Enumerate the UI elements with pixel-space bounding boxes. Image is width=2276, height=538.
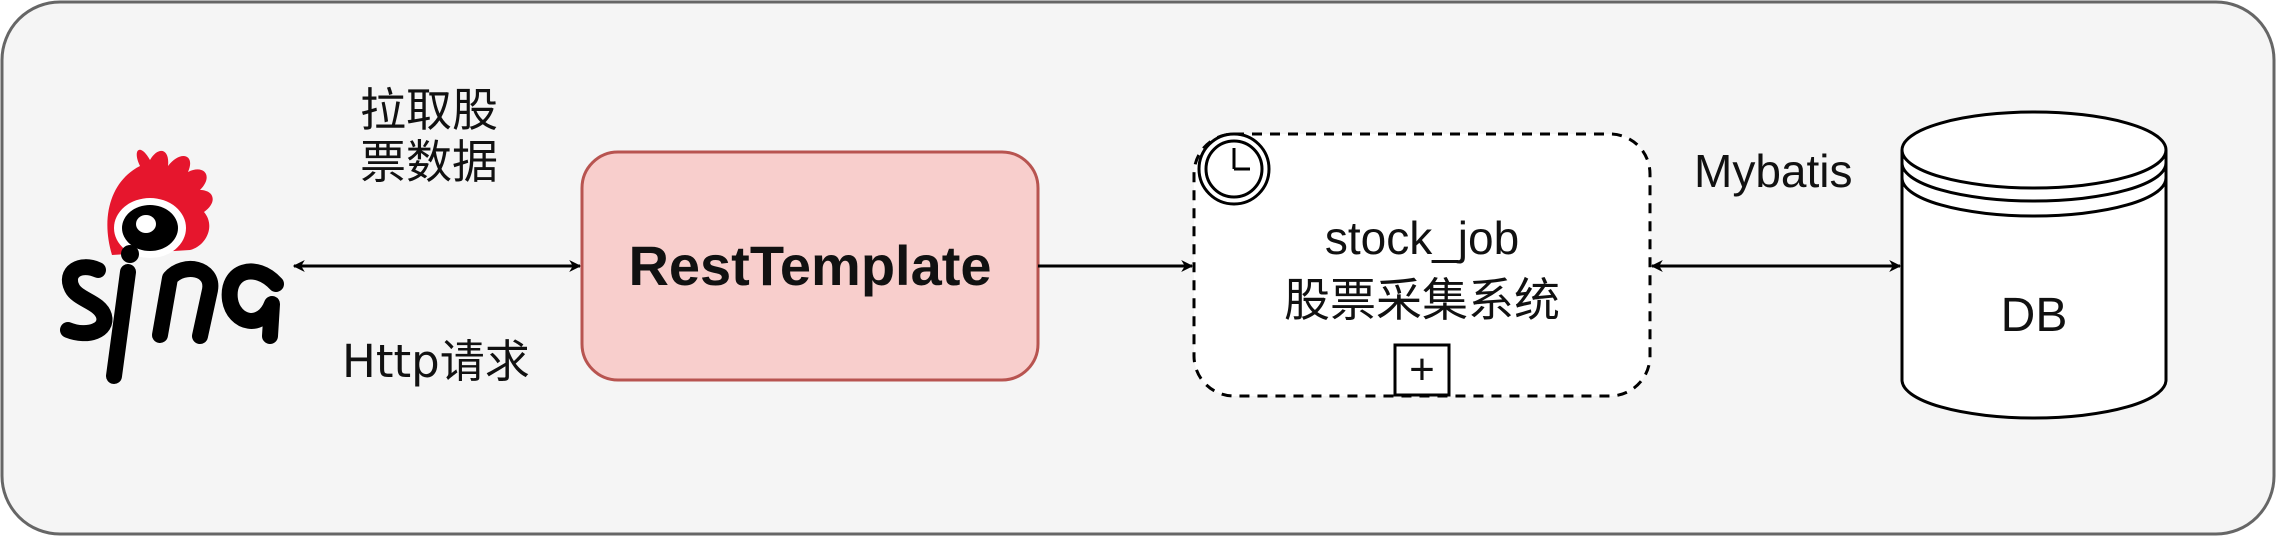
sina-eye-icon: [107, 149, 213, 258]
pull-data-label-line2: 票数据: [360, 135, 498, 189]
db-label: DB: [2000, 289, 2068, 342]
stock-job-label-line1: stock_job: [1324, 212, 1520, 264]
stock-job-label-line2: 股票采集系统: [1284, 273, 1560, 327]
sina-logo: [60, 149, 284, 384]
mybatis-label: Mybatis: [1694, 145, 1853, 197]
http-request-label: Http请求: [342, 335, 530, 388]
expand-marker-icon[interactable]: [1393, 343, 1451, 397]
rest-template-label: RestTemplate: [628, 234, 992, 297]
sina-wordmark: [60, 245, 284, 384]
pull-data-label-line1: 拉取股: [360, 83, 498, 137]
expand-marker-symbol: +: [1409, 345, 1435, 394]
database-cylinder-icon[interactable]: [1900, 110, 2168, 420]
clock-icon: [1197, 132, 1271, 206]
